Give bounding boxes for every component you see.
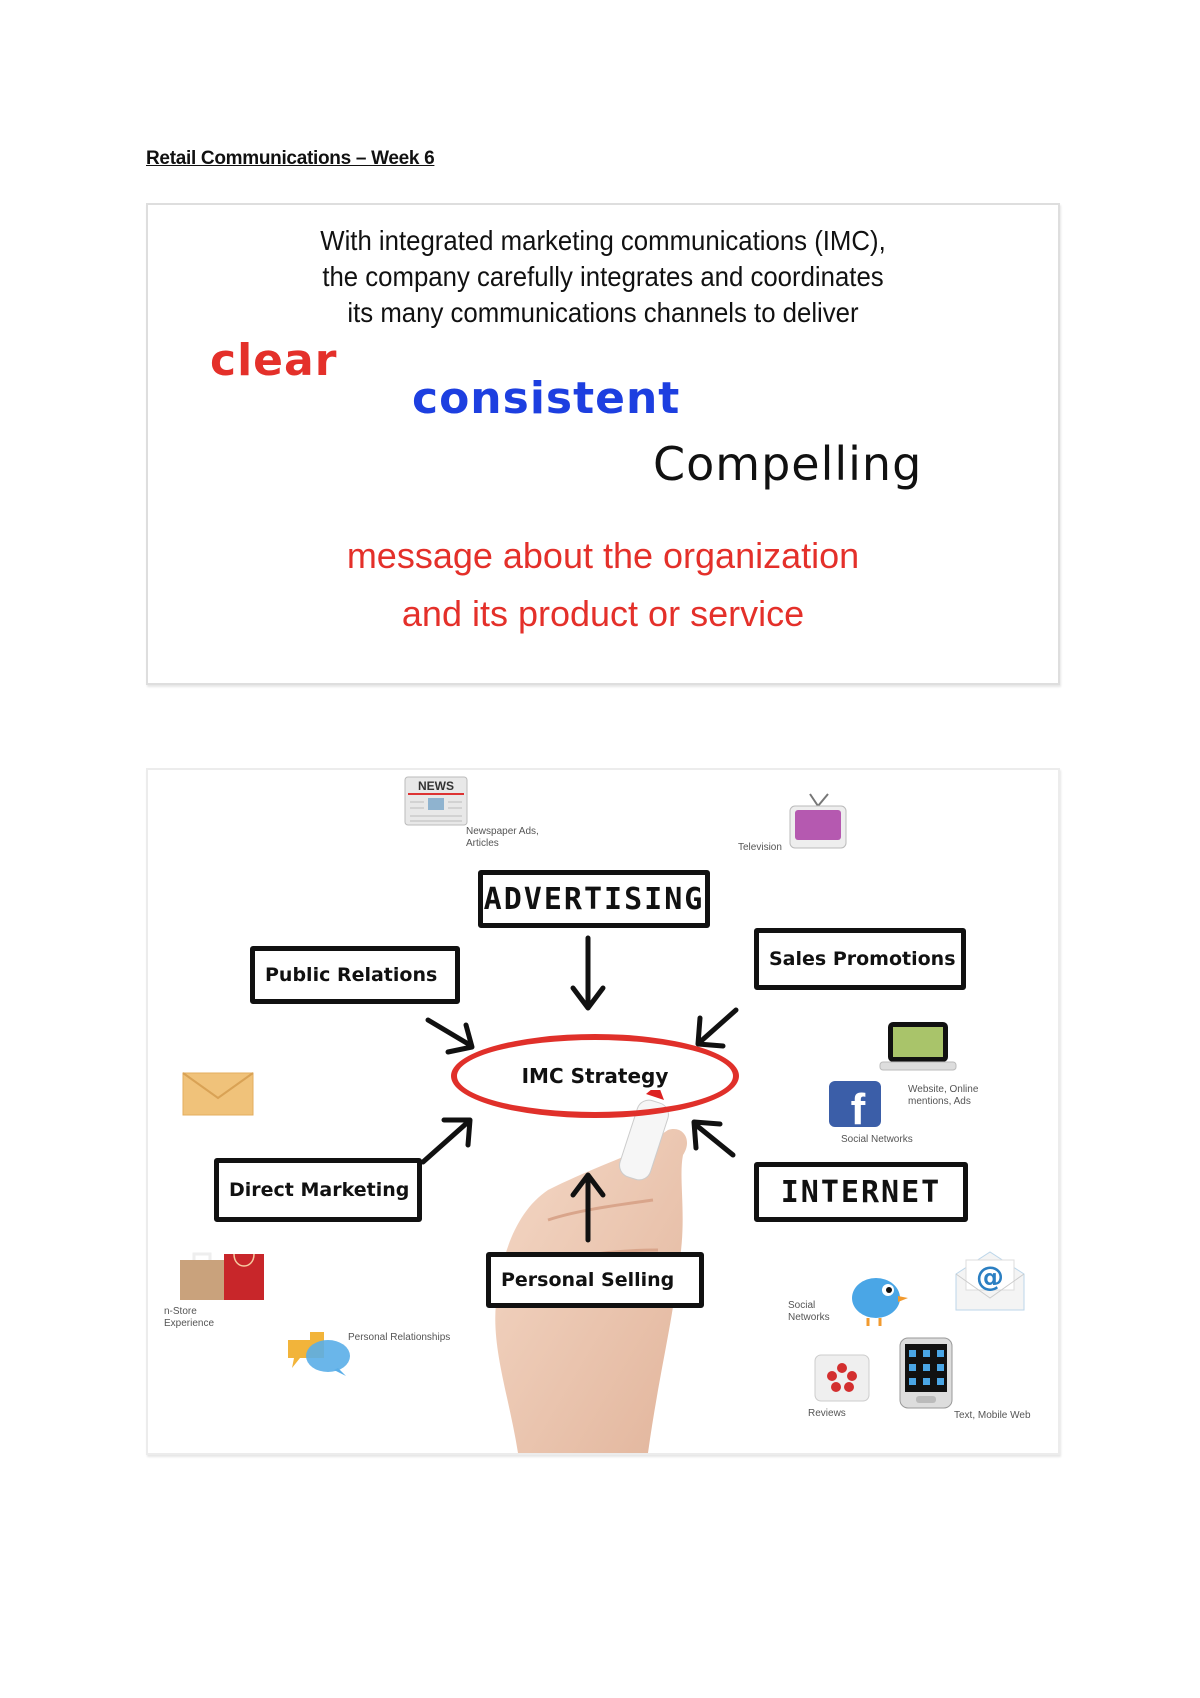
arrow-direct-marketing: [420, 1117, 473, 1165]
intro-line: With integrated marketing communications…: [320, 225, 886, 256]
email-at-icon: @: [955, 1251, 1025, 1311]
television-icon: [789, 793, 847, 849]
direct-marketing-box: Direct Marketing: [214, 1158, 422, 1222]
imc-definition-slide: With integrated marketing communications…: [146, 203, 1060, 685]
sales-promotions-box: Sales Promotions: [754, 928, 966, 990]
shopping-bags-icon: [180, 1252, 264, 1300]
arrow-sales-promotions: [695, 1007, 739, 1049]
public-relations-label: Public Relations: [265, 964, 438, 986]
arrow-public-relations: [425, 1017, 475, 1055]
advertising-label: ADVERTISING: [483, 881, 705, 917]
arrow-personal-selling: [570, 1172, 606, 1243]
newspaper-icon: NEWS: [404, 776, 468, 826]
direct-marketing-label: Direct Marketing: [229, 1179, 410, 1201]
newspaper-label: Newspaper Ads, Articles: [466, 826, 539, 849]
word-consistent: consistent: [412, 373, 681, 424]
envelope-icon: [182, 1072, 254, 1116]
internet-box: INTERNET: [754, 1162, 968, 1222]
message-line: message about the organization: [346, 535, 860, 576]
personal-selling-label: Personal Selling: [501, 1269, 675, 1291]
laptop-icon: [879, 1022, 957, 1071]
svg-text:@: @: [976, 1260, 1004, 1293]
personal-selling-box: Personal Selling: [486, 1252, 704, 1308]
imc-strategy-label: IMC Strategy: [521, 1064, 669, 1088]
svg-text:f: f: [851, 1085, 866, 1128]
smartphone-icon: [899, 1337, 953, 1409]
word-compelling: Compelling: [653, 437, 923, 491]
public-relations-box: Public Relations: [250, 946, 460, 1004]
instore-label: n-Store Experience: [164, 1306, 215, 1329]
flow-arrows: [420, 935, 739, 1243]
intro-line: its many communications channels to deli…: [347, 297, 859, 328]
twitter-label: Social Networks: [788, 1300, 830, 1323]
imc-definition-text: With integrated marketing communications…: [148, 223, 1058, 331]
advertising-box: ADVERTISING: [478, 870, 710, 928]
reviews-label: Reviews: [808, 1408, 846, 1419]
imc-strategy-ellipse: IMC Strategy: [451, 1034, 739, 1118]
imc-strategy-diagram: IMC Strategy ADVERTISING Public Relation…: [146, 768, 1060, 1455]
arrow-advertising: [570, 935, 606, 1011]
personal-relationships-label: Personal Relationships: [348, 1332, 451, 1343]
facebook-label: Social Networks: [841, 1134, 913, 1145]
internet-label: INTERNET: [780, 1174, 942, 1210]
message-line: and its product or service: [401, 593, 805, 634]
svg-text:NEWS: NEWS: [418, 779, 454, 793]
arrow-internet: [691, 1119, 736, 1158]
television-label: Television: [738, 842, 782, 853]
website-label: Website, Online mentions, Ads: [908, 1084, 979, 1107]
intro-line: the company carefully integrates and coo…: [322, 261, 884, 292]
document-title: Retail Communications – Week 6: [146, 148, 435, 169]
yelp-icon: [814, 1354, 870, 1402]
sales-promotions-label: Sales Promotions: [769, 948, 956, 970]
twitter-bird-icon: [852, 1278, 908, 1326]
chat-bubbles-icon: [288, 1332, 350, 1376]
mobile-label: Text, Mobile Web: [954, 1410, 1031, 1421]
word-clear: clear: [210, 335, 338, 386]
facebook-icon: f: [829, 1081, 881, 1128]
